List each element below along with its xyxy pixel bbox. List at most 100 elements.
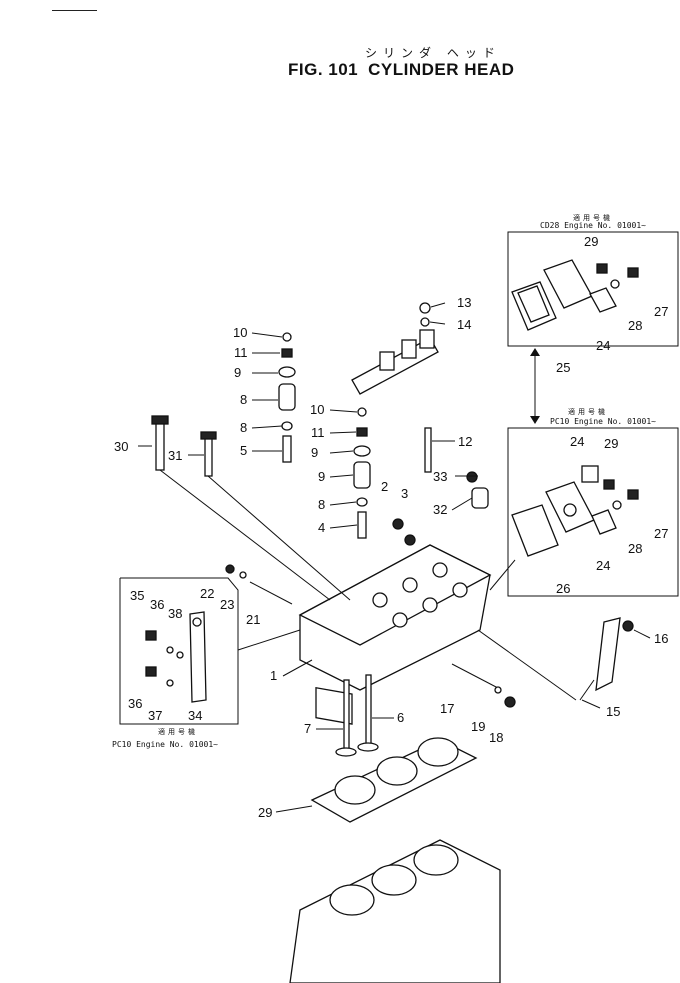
callout-36a: 35 bbox=[130, 588, 144, 603]
valve-cap-12a bbox=[282, 332, 292, 342]
callout-10a: 9 bbox=[234, 365, 241, 380]
callout-37b: 37 bbox=[148, 708, 162, 723]
callout-24b: 24 bbox=[596, 558, 610, 573]
inset-cd28-bracket bbox=[589, 287, 617, 313]
head-valve-seat-3 bbox=[432, 562, 448, 578]
bracket-33 bbox=[471, 487, 489, 509]
gasket-bore-3 bbox=[417, 737, 459, 767]
inset-cd28-bolt-27 bbox=[627, 267, 639, 278]
callout-26b: 26 bbox=[556, 581, 570, 596]
callout-9b: 9 bbox=[318, 469, 325, 484]
callout-9a: 8 bbox=[240, 392, 247, 407]
leader-9b bbox=[329, 474, 354, 478]
callout-20: 19 bbox=[471, 719, 485, 734]
callout-25: 24 bbox=[570, 434, 584, 449]
callout-2: 2 bbox=[381, 479, 388, 494]
leader-head-to-inset-pc10 bbox=[489, 559, 516, 591]
figure-number: FIG. 101 bbox=[288, 60, 359, 79]
leader-8b bbox=[329, 501, 357, 506]
nut-22 bbox=[225, 564, 235, 574]
gasket-bore-2 bbox=[376, 756, 418, 786]
leader-14 bbox=[430, 302, 446, 308]
rocker-arm-assembly bbox=[351, 302, 439, 395]
leader-16 bbox=[581, 699, 601, 709]
callout-4: 4 bbox=[318, 520, 325, 535]
rocker-nut-14 bbox=[419, 302, 431, 314]
inset-link-arrow-head-up bbox=[530, 348, 540, 356]
valve-stem-7 bbox=[343, 679, 350, 751]
head-bolt-31 bbox=[155, 419, 165, 471]
valve-train-left bbox=[278, 332, 296, 463]
inset-cd28-engine-label: CD28 Engine No. 01001~ bbox=[540, 221, 646, 230]
callout-38: 38 bbox=[168, 606, 182, 621]
leader-lines bbox=[138, 302, 651, 813]
inset-cd28-cover: 適用号機 CD28 Engine No. 01001~ bbox=[507, 213, 679, 347]
leader-33 bbox=[451, 497, 473, 511]
callout-18: 17 bbox=[440, 701, 454, 716]
callout-13: 12 bbox=[458, 434, 472, 449]
inset-pc10-bolt-27 bbox=[627, 489, 639, 500]
inset-cd28-bolt-29 bbox=[596, 263, 608, 274]
inset-left-bracket-35 bbox=[189, 611, 207, 703]
inset-cd28-frame bbox=[507, 231, 679, 347]
head-valve-seat-1 bbox=[372, 592, 388, 608]
inset-cd28-gasket-hole bbox=[517, 285, 550, 323]
valve-seal-8a bbox=[281, 421, 293, 431]
rocker-arm-3 bbox=[419, 329, 435, 349]
callout-36b: 36 bbox=[128, 696, 142, 711]
valve-retainer-10b bbox=[353, 445, 371, 457]
thermostat-housing-16 bbox=[595, 617, 621, 692]
callout-11b: 11 bbox=[311, 425, 325, 440]
leader-30 bbox=[275, 805, 313, 813]
valve-retainer-10a bbox=[278, 366, 296, 378]
callout-29a: 29 bbox=[584, 234, 598, 249]
valve-collet-11b bbox=[356, 427, 368, 437]
inset-pc10-bracket bbox=[591, 509, 617, 535]
cylinder-head-port bbox=[315, 686, 353, 725]
inset-left-bolt-36b bbox=[145, 666, 157, 677]
callout-14: 13 bbox=[457, 295, 471, 310]
gasket-bore-1 bbox=[334, 775, 376, 805]
inset-left-engine-label: PC10 Engine No. 01001~ bbox=[112, 740, 218, 749]
callout-29b: 29 bbox=[604, 436, 618, 451]
inset-left-washer-37a bbox=[166, 646, 174, 654]
block-bore-3 bbox=[413, 844, 459, 876]
callout-22: 22 bbox=[200, 586, 214, 601]
cylinder-block-outline bbox=[289, 839, 501, 983]
inset-pc10-cover: 適用号機 PC10 Engine No. 01001~ bbox=[507, 407, 679, 597]
valve-head-6 bbox=[357, 742, 379, 752]
callout-12b: 10 bbox=[310, 402, 324, 417]
inset-pc10-cover-port bbox=[563, 503, 577, 517]
stud-16 bbox=[579, 679, 595, 701]
callout-5: 5 bbox=[240, 443, 247, 458]
valve-train-right bbox=[353, 407, 371, 539]
inset-pc10-bolt-29 bbox=[603, 479, 615, 490]
nut-19 bbox=[504, 696, 516, 708]
nut-34 bbox=[466, 471, 478, 483]
callout-3: 3 bbox=[401, 486, 408, 501]
head-bolt-32-head bbox=[200, 431, 217, 440]
leader-head-to-thermostat bbox=[477, 629, 577, 701]
callout-7: 7 bbox=[304, 721, 311, 736]
valve-spring-9a bbox=[278, 383, 296, 411]
inset-left-washer-38 bbox=[176, 651, 184, 659]
washer-23 bbox=[239, 571, 247, 579]
rocker-arm-1 bbox=[379, 351, 395, 371]
block-bore-2 bbox=[371, 864, 417, 896]
inset-pc10-washer-28 bbox=[612, 500, 622, 510]
leader-left-inset-to-head bbox=[237, 629, 301, 651]
stud-21 bbox=[249, 581, 293, 605]
callout-8a: 8 bbox=[240, 420, 247, 435]
callout-28a: 28 bbox=[628, 318, 642, 333]
head-bolt-31-head bbox=[151, 415, 169, 425]
callout-27a: 27 bbox=[654, 304, 668, 319]
block-bore-1 bbox=[329, 884, 375, 916]
inset-left-bolt-36a bbox=[145, 630, 157, 641]
inset-link-arrow-head-down bbox=[530, 416, 540, 424]
nut-3 bbox=[404, 534, 416, 546]
inset-left-washer-37b bbox=[166, 679, 174, 687]
callout-19: 18 bbox=[489, 730, 503, 745]
inset-left-jp-label: 適用号機 bbox=[158, 727, 198, 736]
head-valve-seat-4 bbox=[392, 612, 408, 628]
inset-pc10-engine-label: PC10 Engine No. 01001~ bbox=[550, 417, 656, 426]
